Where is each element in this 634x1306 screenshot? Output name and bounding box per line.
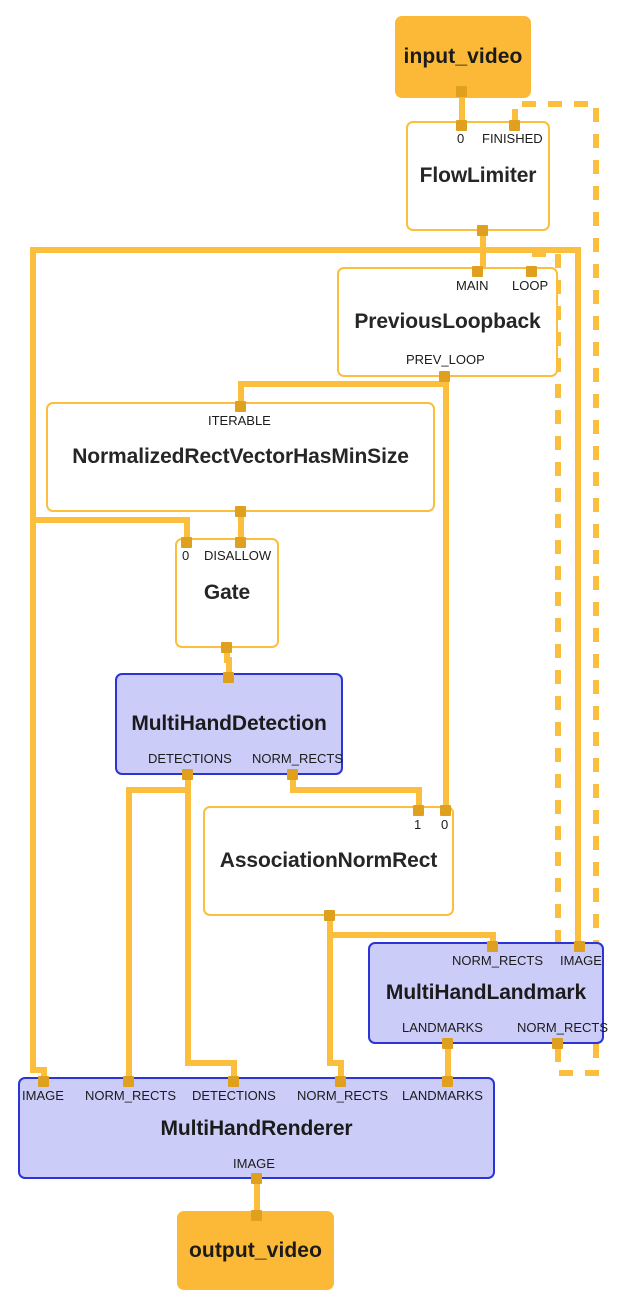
port-minsize-in-iterable[interactable] bbox=[235, 401, 246, 412]
port-multihandrenderer-in-detections[interactable] bbox=[228, 1076, 239, 1087]
node-multihanddetection-label: MultiHandDetection bbox=[131, 712, 327, 736]
node-multihandlandmark[interactable]: MultiHandLandmark bbox=[368, 942, 604, 1044]
port-label-flowlimiter-finished: FINISHED bbox=[482, 131, 543, 146]
node-associationnormrect-label: AssociationNormRect bbox=[219, 849, 438, 873]
edge-left-to-gate-0 bbox=[33, 517, 190, 543]
node-multihanddetection[interactable]: MultiHandDetection bbox=[115, 673, 343, 775]
port-label-multihanddetection-detections: DETECTIONS bbox=[148, 751, 232, 766]
port-multihandrenderer-in-normrects-1[interactable] bbox=[123, 1076, 134, 1087]
port-multihanddetection-out-normrects[interactable] bbox=[287, 769, 298, 780]
port-multihandlandmark-in-image[interactable] bbox=[574, 941, 585, 952]
port-label-flowlimiter-0: 0 bbox=[457, 131, 465, 146]
port-label-associationnormrect-1: 1 bbox=[414, 817, 422, 832]
node-flowlimiter-label: FlowLimiter bbox=[419, 164, 537, 188]
port-input-video-out[interactable] bbox=[456, 86, 467, 97]
node-gate-label: Gate bbox=[203, 581, 251, 605]
port-associationnormrect-in-0[interactable] bbox=[440, 805, 451, 816]
port-minsize-out[interactable] bbox=[235, 506, 246, 517]
port-flowlimiter-out[interactable] bbox=[477, 225, 488, 236]
port-multihandlandmark-out-landmarks[interactable] bbox=[442, 1038, 453, 1049]
port-label-multihanddetection-normrects: NORM_RECTS bbox=[252, 751, 344, 766]
port-multihandrenderer-in-landmarks[interactable] bbox=[442, 1076, 453, 1087]
node-multihandrenderer-label: MultiHandRenderer bbox=[160, 1117, 353, 1140]
port-multihandrenderer-in-normrects-2[interactable] bbox=[335, 1076, 346, 1087]
port-label-multihandlandmark-normrects-out: NORM_RECTS bbox=[517, 1020, 609, 1035]
port-label-previousloopback-prevloop: PREV_LOOP bbox=[406, 352, 485, 367]
port-multihanddetection-out-detections[interactable] bbox=[182, 769, 193, 780]
port-label-previousloopback-loop: LOOP bbox=[512, 278, 549, 293]
port-label-gate-disallow: DISALLOW bbox=[204, 548, 272, 563]
port-label-multihandrenderer-normrects-1: NORM_RECTS bbox=[85, 1088, 177, 1103]
port-label-multihandrenderer-image: IMAGE bbox=[22, 1088, 64, 1103]
port-associationnormrect-out[interactable] bbox=[324, 910, 335, 921]
port-previousloopback-in-main[interactable] bbox=[472, 266, 483, 277]
port-label-multihandrenderer-normrects-2: NORM_RECTS bbox=[297, 1088, 389, 1103]
edge-association-to-renderer-normrects bbox=[327, 913, 344, 1082]
port-label-multihandrenderer-detections: DETECTIONS bbox=[192, 1088, 276, 1103]
port-label-previousloopback-main: MAIN bbox=[456, 278, 489, 293]
node-previousloopback-label: PreviousLoopback bbox=[354, 310, 541, 334]
port-gate-in-disallow[interactable] bbox=[235, 537, 246, 548]
node-previousloopback[interactable]: PreviousLoopback bbox=[337, 267, 558, 377]
port-multihandlandmark-in-normrects[interactable] bbox=[487, 941, 498, 952]
port-label-multihandlandmark-normrects-in: NORM_RECTS bbox=[452, 953, 544, 968]
port-previousloopback-out-prevloop[interactable] bbox=[439, 371, 450, 382]
port-label-multihandrenderer-out-image: IMAGE bbox=[233, 1156, 275, 1171]
port-multihandrenderer-out-image[interactable] bbox=[251, 1173, 262, 1184]
node-normalizedrectvectorhasminsize-label: NormalizedRectVectorHasMinSize bbox=[72, 445, 409, 469]
port-label-minsize-iterable: ITERABLE bbox=[208, 413, 271, 428]
node-input-video-label: input_video bbox=[403, 45, 523, 69]
node-multihandrenderer[interactable]: MultiHandRenderer bbox=[18, 1077, 495, 1179]
node-flowlimiter[interactable]: FlowLimiter bbox=[406, 121, 550, 231]
port-label-multihandlandmark-image: IMAGE bbox=[560, 953, 602, 968]
port-associationnormrect-in-1[interactable] bbox=[413, 805, 424, 816]
node-associationnormrect[interactable]: AssociationNormRect bbox=[203, 806, 454, 916]
port-multihandlandmark-out-normrects[interactable] bbox=[552, 1038, 563, 1049]
port-multihandrenderer-in-image[interactable] bbox=[38, 1076, 49, 1087]
port-previousloopback-in-loop[interactable] bbox=[526, 266, 537, 277]
port-output-video-in[interactable] bbox=[251, 1210, 262, 1221]
port-label-multihandlandmark-landmarks: LANDMARKS bbox=[402, 1020, 483, 1035]
node-output-video-label: output_video bbox=[188, 1238, 323, 1262]
port-flowlimiter-in-finished[interactable] bbox=[509, 120, 520, 131]
port-label-gate-0: 0 bbox=[182, 548, 190, 563]
port-gate-in-0[interactable] bbox=[181, 537, 192, 548]
port-gate-out[interactable] bbox=[221, 642, 232, 653]
node-output-video[interactable]: output_video bbox=[177, 1211, 334, 1290]
port-label-multihandrenderer-landmarks: LANDMARKS bbox=[402, 1088, 483, 1103]
port-label-associationnormrect-0: 0 bbox=[441, 817, 449, 832]
edge-detection-to-renderer-normrects bbox=[126, 787, 188, 1082]
node-input-video[interactable]: input_video bbox=[395, 16, 531, 98]
port-flowlimiter-in-0[interactable] bbox=[456, 120, 467, 131]
node-multihandlandmark-label: MultiHandLandmark bbox=[385, 981, 587, 1005]
edge-landmark-normrects-to-finished-dashed bbox=[512, 101, 599, 1076]
port-multihanddetection-in[interactable] bbox=[223, 672, 234, 683]
